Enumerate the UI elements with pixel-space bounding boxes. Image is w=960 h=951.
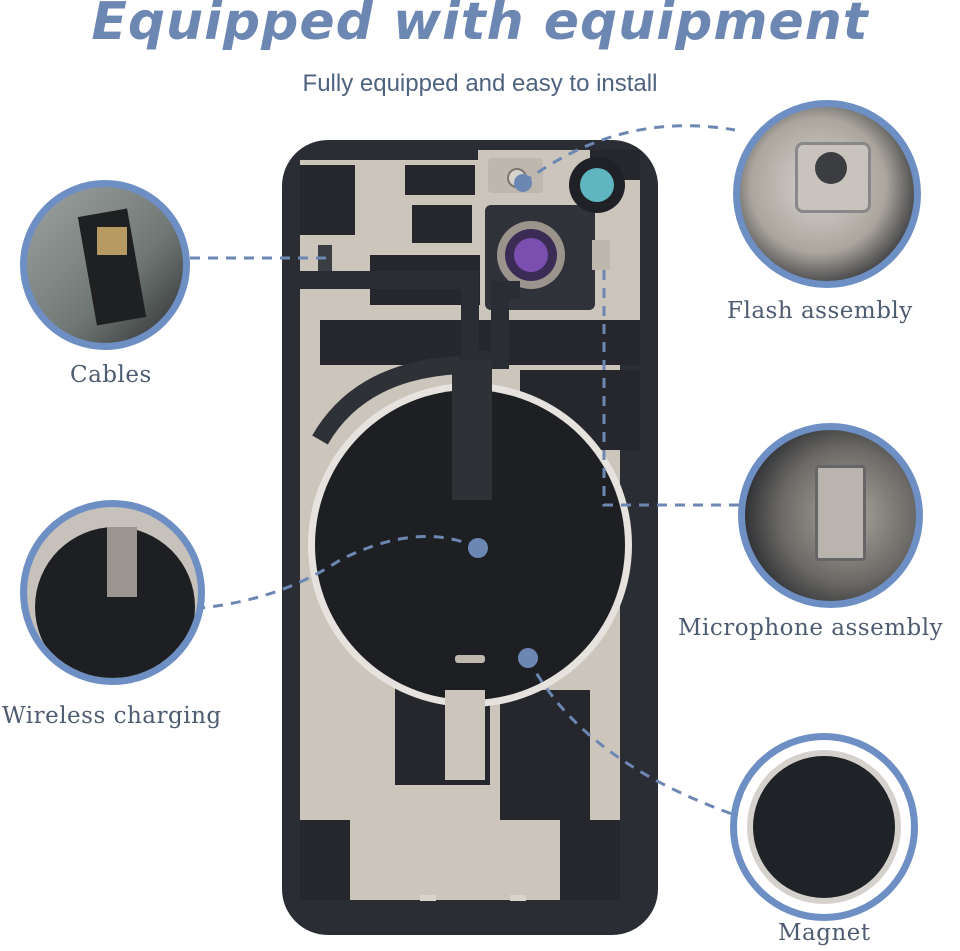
cables-detail-image	[20, 180, 190, 350]
label-magnet: Magnet	[778, 920, 871, 946]
flash-detail-image	[733, 100, 921, 288]
page-subtitle: Fully equipped and easy to install	[302, 70, 658, 97]
label-cables: Cables	[70, 362, 152, 388]
label-wireless-charging: Wireless charging	[2, 703, 222, 729]
page-title: Equipped with equipment	[91, 0, 869, 52]
magnet-ring-icon	[747, 750, 901, 904]
wireless-detail-image	[20, 500, 205, 685]
microphone-detail-image	[738, 423, 923, 608]
label-flash-assembly: Flash assembly	[727, 298, 913, 324]
label-microphone-assembly: Microphone assembly	[678, 615, 944, 641]
microphone-bracket-icon	[815, 465, 866, 561]
magnet-detail-image	[730, 733, 918, 921]
